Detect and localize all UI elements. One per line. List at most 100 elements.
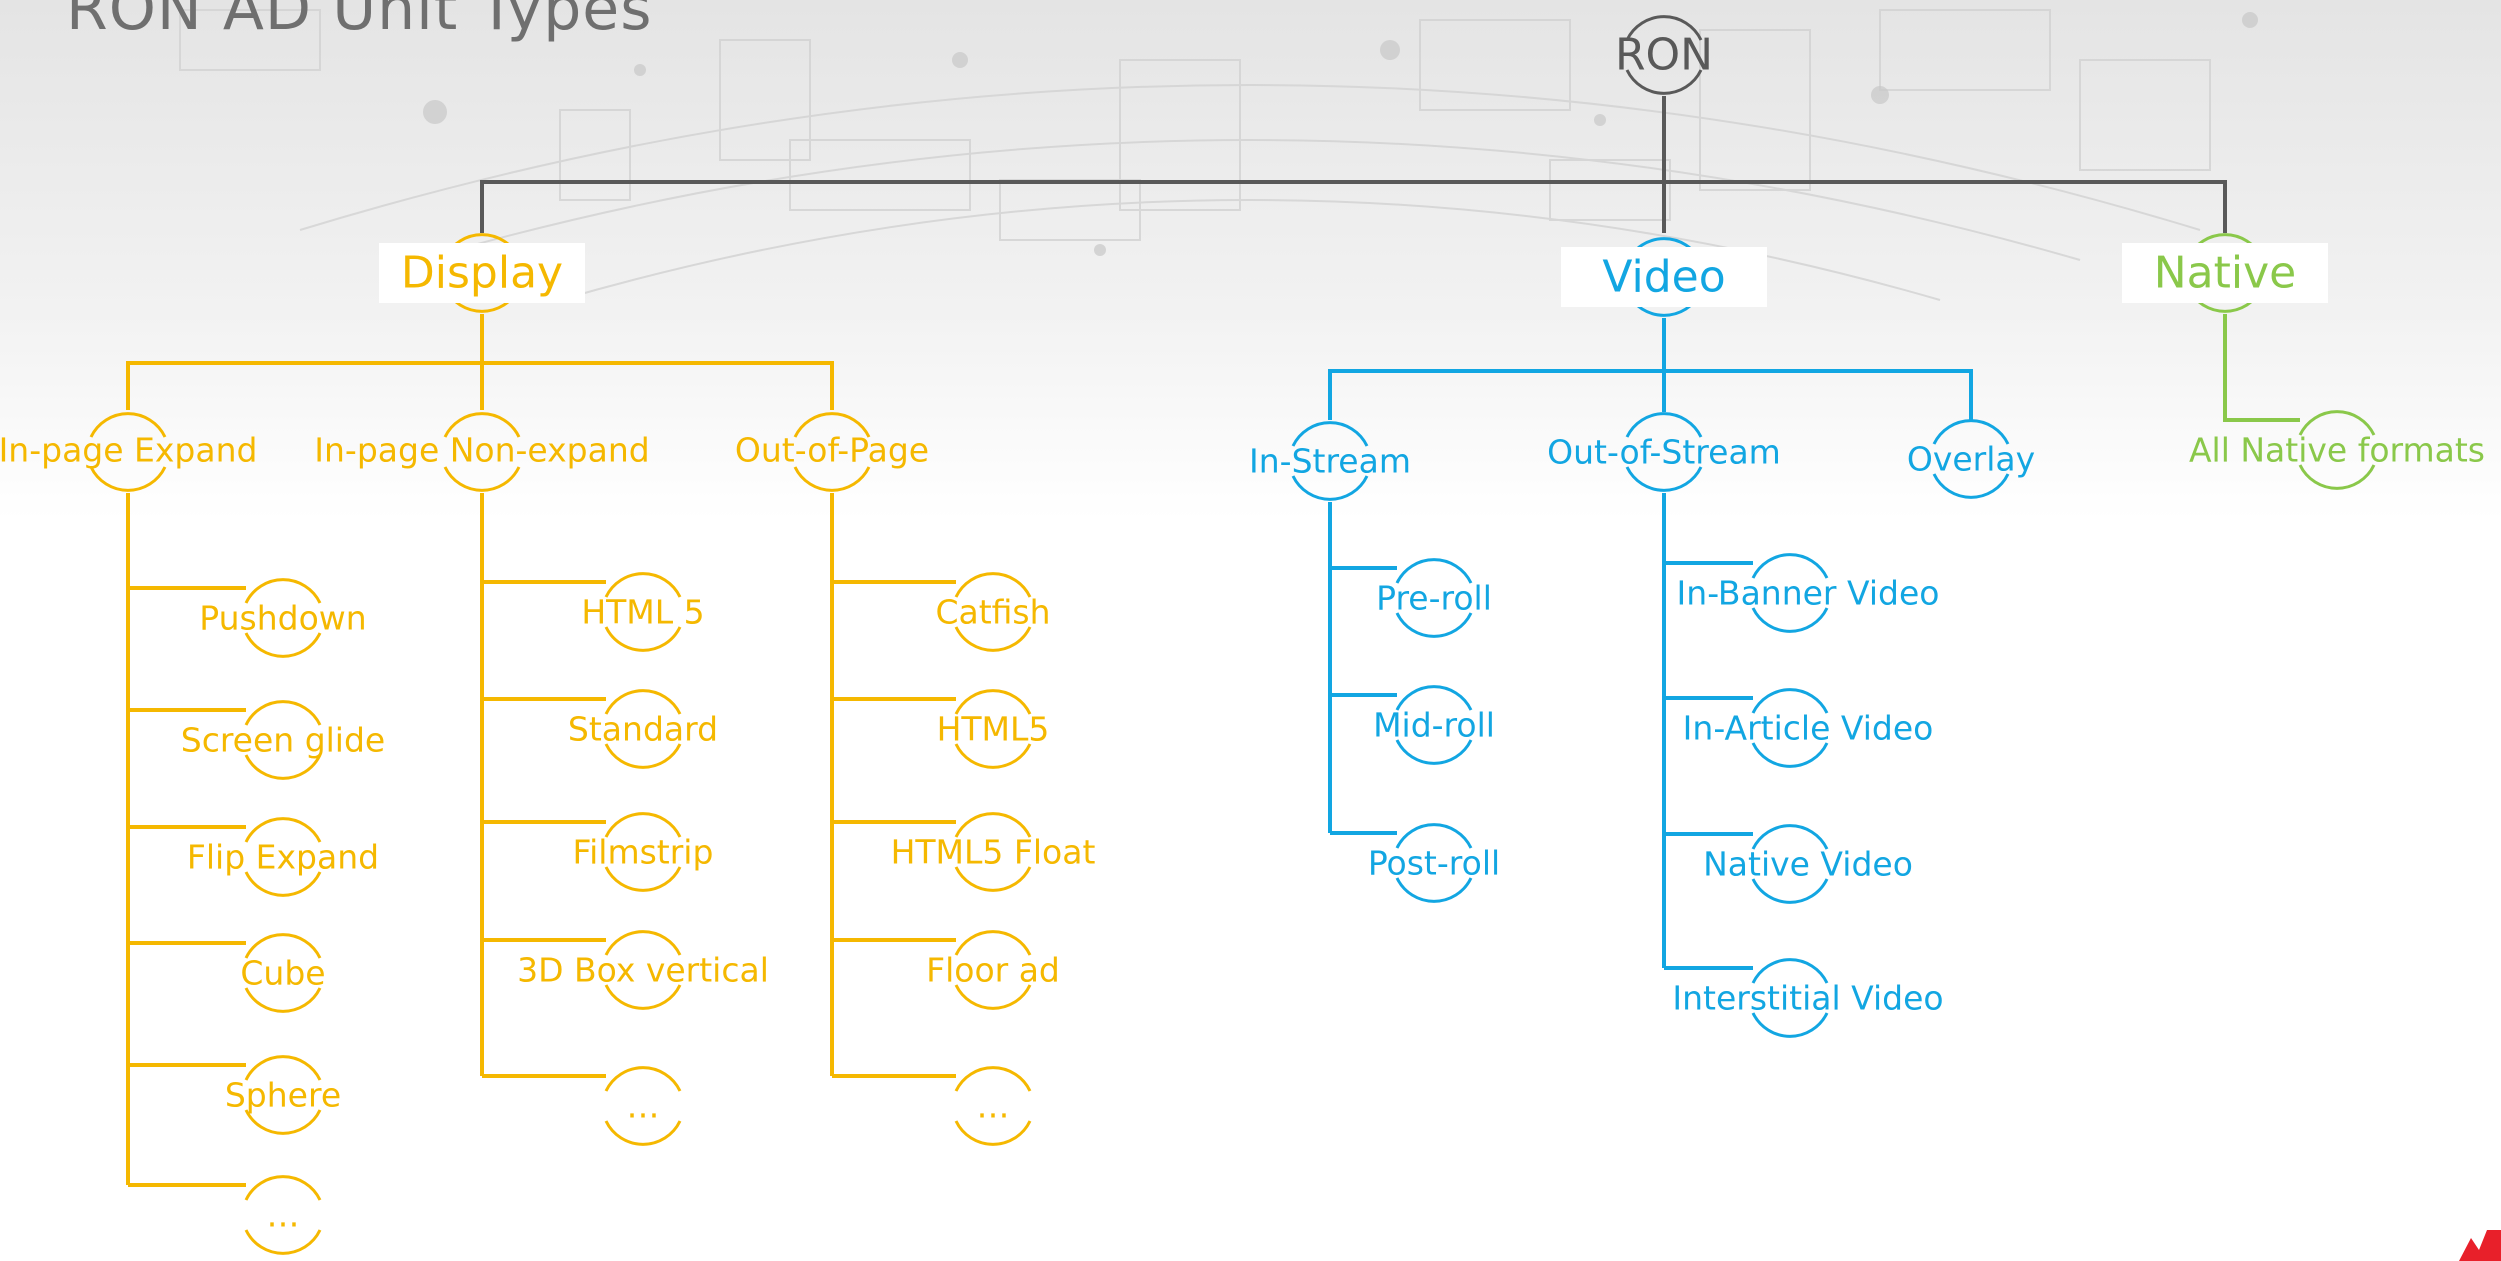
video-group-2-top-arc xyxy=(1932,419,2010,445)
video-group-1-bottom-arc xyxy=(1625,466,1703,492)
display-group-0-item-2-top-arc xyxy=(244,817,322,843)
video-group-0-item-2-bottom-arc xyxy=(1395,877,1473,903)
display-group-0-item-1-label: Screen glide xyxy=(181,721,385,760)
native-group-0-bottom-arc xyxy=(2298,464,2376,490)
display-group-0-item-3-label: Cube xyxy=(240,954,325,993)
display-group-1-item-2-bottom-arc xyxy=(604,866,682,892)
display-group-1-item-3-bottom-arc xyxy=(604,984,682,1010)
display-group-1-top-arc xyxy=(443,412,521,438)
display-group-2-item-4-bottom-arc xyxy=(954,1120,1032,1146)
video-group-2-label: Overlay xyxy=(1907,440,2035,479)
display-group-0-label: In-page Expand xyxy=(0,431,257,470)
display-group-2-label: Out-of-Page xyxy=(735,431,929,470)
display-group-1-item-0-bottom-arc xyxy=(604,626,682,652)
display-group-2-item-0-top-arc xyxy=(954,572,1032,598)
video-group-0-item-2-top-arc xyxy=(1395,823,1473,849)
display-group-1-item-1-top-arc xyxy=(604,689,682,715)
video-group-1-item-0-top-arc xyxy=(1751,553,1829,579)
video-group-1-item-1-top-arc xyxy=(1751,688,1829,714)
display-group-1-item-2-top-arc xyxy=(604,812,682,838)
video-group-1-item-2-label: Native Video xyxy=(1703,845,1913,884)
page-title: RON AD Unit Types xyxy=(66,0,653,44)
video-group-1-label: Out-of-Stream xyxy=(1547,433,1781,472)
brand-logo-fragment xyxy=(2459,1230,2501,1261)
video-group-1-top-arc xyxy=(1625,412,1703,438)
display-group-2-item-0-bottom-arc xyxy=(954,626,1032,652)
video-group-1-item-1-label: In-Article Video xyxy=(1683,709,1934,748)
display-group-2-item-1-top-arc xyxy=(954,689,1032,715)
video-group-1-item-0-bottom-arc xyxy=(1751,607,1829,633)
root-node-bottom-arc xyxy=(1625,69,1703,95)
category-display-label: Display xyxy=(401,248,563,299)
native-group-0-top-arc xyxy=(2298,410,2376,436)
display-group-0-item-4-bottom-arc xyxy=(244,1109,322,1135)
display-group-1-bottom-arc xyxy=(443,466,521,492)
video-group-1-item-2-bottom-arc xyxy=(1751,878,1829,904)
display-group-1-item-4-label: … xyxy=(627,1087,660,1126)
display-group-2-item-3-top-arc xyxy=(954,930,1032,956)
video-group-1-item-1-bottom-arc xyxy=(1751,742,1829,768)
display-group-2-item-3-bottom-arc xyxy=(954,984,1032,1010)
display-group-0-item-5-bottom-arc xyxy=(244,1229,322,1255)
display-group-1-label: In-page Non-expand xyxy=(314,431,649,470)
video-group-0-label: In-Stream xyxy=(1249,442,1411,481)
display-group-0-item-4-top-arc xyxy=(244,1055,322,1081)
video-branch-line xyxy=(1328,369,1973,420)
video-group-1-item-2-top-arc xyxy=(1751,824,1829,850)
root-branch-line xyxy=(480,180,2227,233)
display-group-0-top-arc xyxy=(89,412,167,438)
video-group-0-item-0-label: Pre-roll xyxy=(1376,579,1492,618)
display-group-2-bottom-arc xyxy=(793,466,871,492)
category-display-label-box xyxy=(379,243,585,303)
video-group-1-item-3-label: Interstitial Video xyxy=(1672,979,1943,1018)
display-group-2-item-4-top-arc xyxy=(954,1066,1032,1092)
display-group-1-item-2-label: Filmstrip xyxy=(573,833,714,872)
display-group-0-bottom-arc xyxy=(89,466,167,492)
display-group-1-item-3-top-arc xyxy=(604,930,682,956)
video-group-0-item-1-bottom-arc xyxy=(1395,739,1473,765)
display-group-0-item-2-label: Flip Expand xyxy=(187,838,379,877)
display-group-1-item-0-label: HTML 5 xyxy=(581,593,704,632)
video-group-0-item-0-bottom-arc xyxy=(1395,612,1473,638)
video-group-0-item-1-top-arc xyxy=(1395,685,1473,711)
root-node-top-arc xyxy=(1625,15,1703,41)
display-group-1-item-1-bottom-arc xyxy=(604,743,682,769)
video-group-0-bottom-arc xyxy=(1291,475,1369,501)
display-group-1-item-4-bottom-arc xyxy=(604,1120,682,1146)
root-node-label: RON xyxy=(1615,30,1713,81)
category-native-label-box xyxy=(2122,243,2328,303)
display-group-1-item-1-label: Standard xyxy=(568,710,718,749)
video-group-0-top-arc xyxy=(1291,421,1369,447)
display-group-0-item-4-label: Sphere xyxy=(225,1076,341,1115)
display-group-2-item-1-label: HTML5 xyxy=(937,710,1050,749)
display-group-1-item-3-label: 3D Box vertical xyxy=(517,951,769,990)
category-video-label-box xyxy=(1561,247,1767,307)
video-group-0-item-2-label: Post-roll xyxy=(1368,844,1500,883)
native-connector-line xyxy=(2223,314,2300,422)
display-group-0-item-1-top-arc xyxy=(244,700,322,726)
video-group-1-item-0-label: In-Banner Video xyxy=(1677,574,1940,613)
native-group-0-label: All Native formats xyxy=(2189,431,2485,470)
video-group-1-item-3-top-arc xyxy=(1751,958,1829,984)
display-group-2-item-4-label: … xyxy=(977,1087,1010,1126)
display-group-2-top-arc xyxy=(793,412,871,438)
video-group-0-item-0-top-arc xyxy=(1395,558,1473,584)
display-group-1-item-0-top-arc xyxy=(604,572,682,598)
display-group-0-item-2-bottom-arc xyxy=(244,871,322,897)
display-group-0-item-3-bottom-arc xyxy=(244,987,322,1013)
display-group-0-item-1-bottom-arc xyxy=(244,754,322,780)
category-native-label: Native xyxy=(2154,248,2296,299)
display-group-2-item-3-label: Floor ad xyxy=(926,951,1060,990)
display-group-2-item-2-label: HTML5 Float xyxy=(891,833,1096,872)
display-group-0-item-0-bottom-arc xyxy=(244,632,322,658)
display-group-0-item-0-label: Pushdown xyxy=(199,599,366,638)
display-group-0-item-3-top-arc xyxy=(244,933,322,959)
display-group-2-item-1-bottom-arc xyxy=(954,743,1032,769)
display-group-0-item-5-top-arc xyxy=(244,1175,322,1201)
display-group-0-item-5-label: … xyxy=(267,1196,300,1235)
display-group-2-item-2-bottom-arc xyxy=(954,866,1032,892)
display-group-1-item-4-top-arc xyxy=(604,1066,682,1092)
display-group-0-item-0-top-arc xyxy=(244,578,322,604)
display-group-2-item-0-label: Catfish xyxy=(935,593,1050,632)
